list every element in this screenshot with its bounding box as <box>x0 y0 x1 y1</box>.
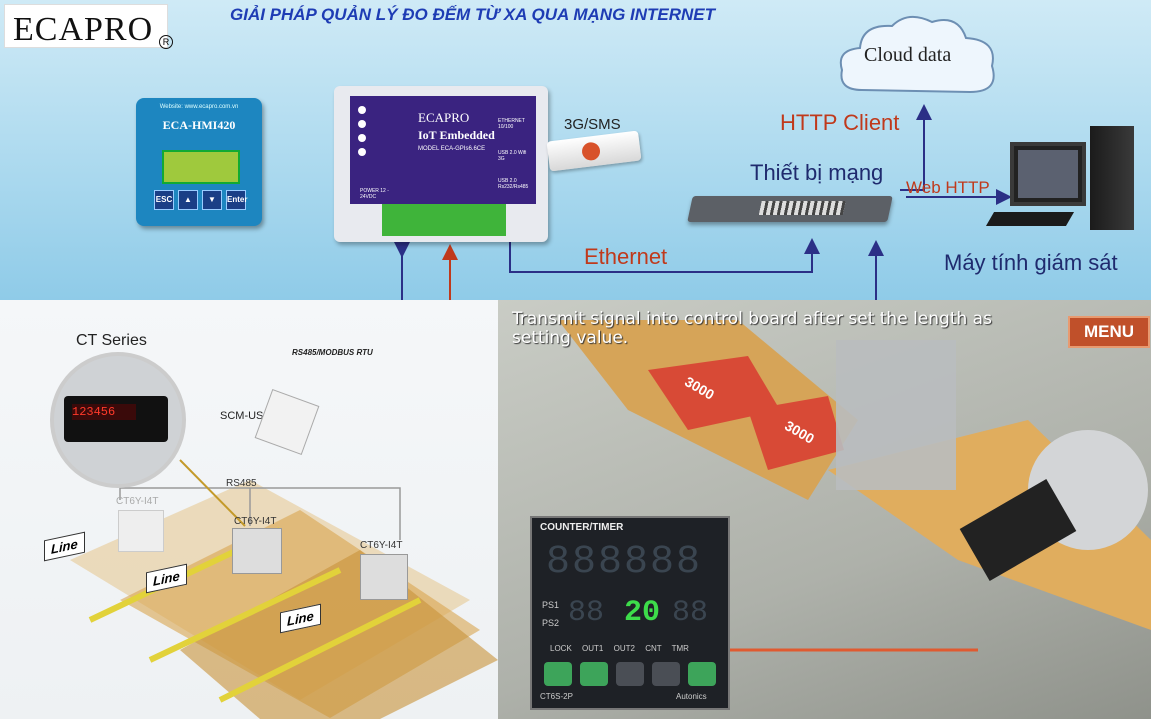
pc-tower-icon <box>1090 126 1134 230</box>
http-client-label: HTTP Client <box>780 110 900 135</box>
conveyor-lines <box>70 459 498 719</box>
monitor-icon <box>1010 142 1086 206</box>
led-icon <box>358 148 366 156</box>
cloud-label: Cloud data <box>864 44 952 66</box>
ps2-value: 20 <box>624 596 661 630</box>
hmi-esc-button: ESC <box>154 190 174 210</box>
ps2-label: PS2 <box>542 618 560 628</box>
ethernet-label: Ethernet <box>584 244 668 269</box>
counter-model: CT6S-2P <box>540 692 573 701</box>
page-title: GIẢI PHÁP QUẢN LÝ ĐO ĐẾM TỪ XA QUA MẠNG … <box>230 5 716 24</box>
counter-brand: Autonics <box>676 692 707 701</box>
iot-gateway: ECAPRO IoT Embedded MODEL ECA-GPIs6.6CE … <box>334 86 548 242</box>
video-caption: Transmit signal into control board after… <box>512 309 992 348</box>
modem-label: 3G/SMS <box>564 116 621 133</box>
hmi-lcd <box>162 150 240 184</box>
counter-cabinet <box>360 554 408 600</box>
monitor-screen <box>1018 150 1078 198</box>
http-client-line <box>900 104 932 191</box>
hmi-down-button: ▼ <box>202 190 222 210</box>
button-labels: LOCK OUT1 OUT2 CNT TMR <box>550 644 730 653</box>
hmi-website: Website: www.ecapro.com.vn <box>159 104 239 110</box>
counter-title: COUNTER/TIMER <box>540 522 624 533</box>
network-switch <box>687 196 893 222</box>
counter-cabinet <box>232 528 282 574</box>
main-display: 888888 <box>546 540 703 585</box>
gateway-brand: ECAPRO <box>418 110 470 125</box>
web-http-label: Web HTTP <box>906 178 990 197</box>
registered-mark: R <box>159 35 173 49</box>
gateway-model: MODEL ECA-GPIs6.6CE <box>418 146 486 152</box>
ct-meter: 123456 <box>64 396 168 442</box>
switch-label: Thiết bị mạng <box>750 160 884 185</box>
out1-label: OUT1 <box>582 644 604 653</box>
cnt-label: CNT <box>645 644 662 653</box>
hmi-device: Website: www.ecapro.com.vn ECA-HMI420 ES… <box>136 98 262 226</box>
led-icon <box>358 134 366 142</box>
left-button[interactable] <box>616 662 644 686</box>
switch-ports <box>758 201 846 215</box>
hmi-up-button: ▲ <box>178 190 198 210</box>
down-button[interactable] <box>652 662 680 686</box>
ecapro-logo: ECAPRO R <box>4 4 173 49</box>
usb-wifi-label: USB 2.0 Wifi 3G <box>498 150 527 162</box>
modem-logo-icon <box>580 141 602 162</box>
gateway-panel: ECAPRO IoT Embedded MODEL ECA-GPIs6.6CE … <box>350 96 536 204</box>
counter-label-2: CT6Y-I4T <box>234 516 277 527</box>
counter-timer-device: COUNTER/TIMER 888888 PS1 PS2 88 20 88 LO… <box>530 516 730 710</box>
cloud-icon <box>839 15 995 94</box>
ps1-label: PS1 <box>542 600 560 610</box>
counter-cabinet <box>118 510 164 552</box>
lock-label: LOCK <box>550 644 572 653</box>
out2-label: OUT2 <box>613 644 635 653</box>
counter-label-1: CT6Y-I4T <box>116 496 159 507</box>
ct-meter-digits: 123456 <box>72 404 136 420</box>
hmi-name: ECA-HMI420 <box>162 118 236 132</box>
reset-button[interactable] <box>544 662 572 686</box>
ct-meter-zoom: 123456 <box>50 352 186 488</box>
tmr-label: TMR <box>671 644 689 653</box>
rs485-modbus-label: RS485/MODBUS RTU <box>292 348 373 357</box>
menu-button[interactable]: MENU <box>1068 316 1150 348</box>
rs485-label: RS485 <box>226 478 257 489</box>
hmi-enter-button: Enter <box>226 190 247 210</box>
up-button[interactable] <box>688 662 716 686</box>
sub-display-right: 88 <box>672 596 709 630</box>
keyboard-icon <box>985 212 1075 226</box>
sub-display-left: 88 <box>568 596 605 630</box>
gateway-name: IoT Embedded <box>418 128 495 142</box>
logo-text: ECAPRO <box>13 11 154 48</box>
ct-series-illustration: CT Series RS485/MODBUS RTU SCM-US48I RS4… <box>0 300 498 719</box>
led-icon <box>358 106 366 114</box>
pc-label: Máy tính giám sát <box>944 250 1118 275</box>
power-label: POWER 12 - 24VDC <box>360 188 389 200</box>
terminal-block <box>382 204 506 236</box>
ethernet-port-label: ETHERNET 10/100 <box>498 118 525 130</box>
mode-button[interactable] <box>580 662 608 686</box>
conveyor-scene <box>558 320 1151 652</box>
usb-rs-label: USB 2.0 Rs232/Rs485 <box>498 178 529 190</box>
counter-label-3: CT6Y-I4T <box>360 540 403 551</box>
led-icon <box>358 120 366 128</box>
ct-series-label: CT Series <box>76 332 147 349</box>
ethernet-line <box>509 238 820 273</box>
